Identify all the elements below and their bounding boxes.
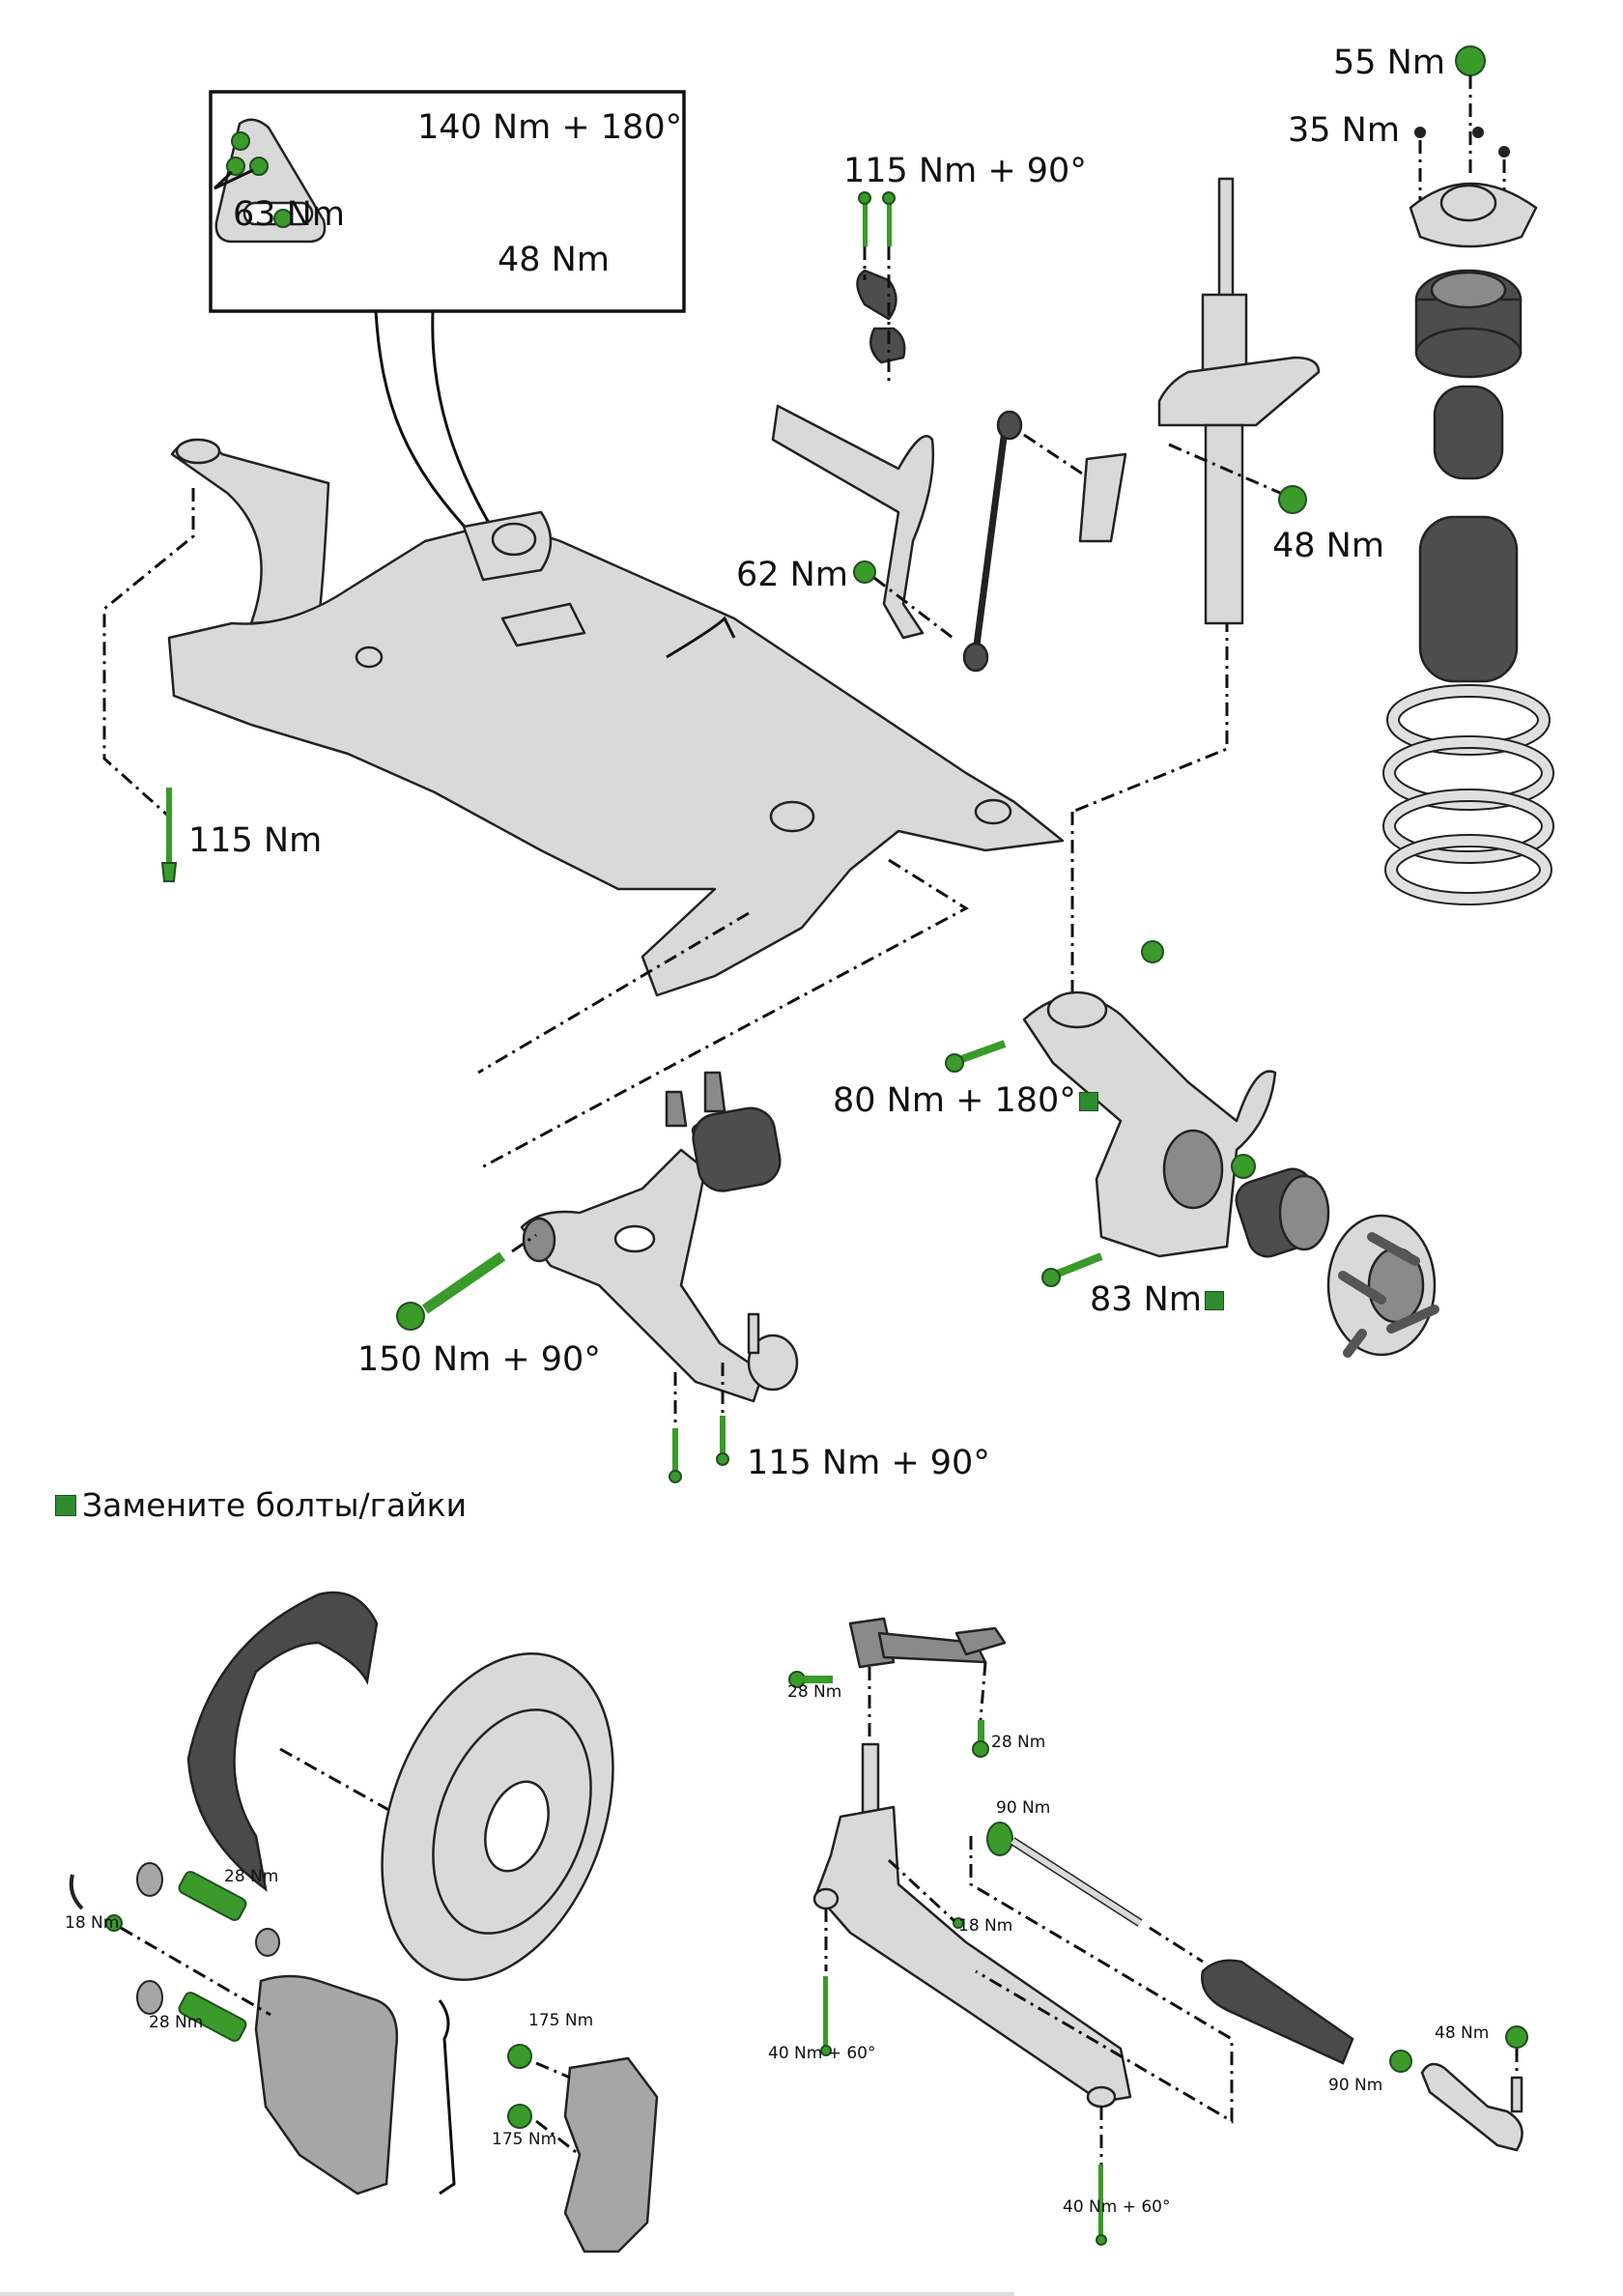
lower-control-arm [396, 1071, 799, 1483]
steering-knuckle [945, 940, 1277, 1287]
wheel-bearing [1235, 1167, 1330, 1258]
torque-label-lower-arm-front: 150 Nm + 90° [357, 1340, 601, 1379]
torque-label-rack-mount-right: 40 Nm + 60° [1063, 2197, 1171, 2217]
torque-label-line-bracket: 18 Nm [958, 1916, 1013, 1936]
front-subframe [167, 438, 1065, 1139]
nut-icon [1455, 45, 1486, 76]
torque-value: 80 Nm + 180° [833, 1081, 1076, 1120]
caliper-carrier [563, 2056, 659, 2253]
connector-line [477, 858, 969, 1171]
subframe-bolt [160, 788, 178, 882]
replace-marker-icon [1078, 1092, 1098, 1111]
torque-label-subframe-bolt: 115 Nm [188, 821, 323, 860]
bolt-icon [226, 157, 245, 176]
guide-pins [69, 1862, 581, 2157]
torque-label-knuckle-pinch-bolt: 80 Nm + 180° [833, 1084, 1098, 1118]
legend: Замените болты/гайки [55, 1486, 467, 1524]
bolt-icon [231, 131, 250, 151]
torque-label-carrier-bolt-upper: 175 Nm [528, 2011, 594, 2030]
torque-label-guide-pin-upper: 28 Nm [224, 1867, 279, 1886]
coil-spring [1382, 684, 1554, 905]
torque-label-rack-mount-left: 40 Nm + 60° [768, 2044, 876, 2063]
torque-label-shaft-clamp-left: 28 Nm [787, 1682, 842, 1702]
torque-value: 83 Nm [1090, 1280, 1202, 1319]
nut-icon [1278, 485, 1307, 514]
intermediate-steering-shaft [788, 1617, 1007, 1758]
connector-line [477, 911, 750, 1075]
torque-label-inset-top: 140 Nm + 180° [417, 108, 683, 147]
steering-rack [812, 1742, 1132, 2246]
replace-marker-icon [1204, 1291, 1224, 1310]
torque-label-carrier-bolt-lower: 175 Nm [492, 2130, 557, 2149]
wheel-hub [1326, 1214, 1439, 1358]
torque-label-brake-hose: 18 Nm [65, 1913, 120, 1933]
torque-label-lower-arm-rear: 115 Nm + 90° [747, 1444, 990, 1482]
torque-label-strut-nut: 48 Nm [1272, 527, 1384, 565]
shock-absorber-strut [1078, 177, 1321, 625]
torque-label-inset-bottom: 48 Nm [498, 241, 610, 279]
torque-label-top-mount-nut: 55 Nm [1333, 43, 1445, 82]
bolt-icon [249, 157, 269, 176]
torque-label-hub-bolt: 83 Nm [1090, 1283, 1224, 1317]
torque-label-stabilizer-link: 62 Nm [736, 556, 848, 594]
torque-label-inset-left: 63 Nm [233, 195, 345, 234]
stabilizer-link [853, 410, 1083, 673]
connector-line [1071, 618, 1229, 814]
nut-icon [853, 560, 876, 584]
nut-icon [1231, 1154, 1256, 1179]
torque-label-top-mount-studs: 35 Nm [1288, 111, 1400, 150]
nut-icon [1389, 2050, 1412, 2073]
inset-callout-box [209, 90, 686, 538]
brake-dust-shield [186, 1591, 379, 1892]
top-mount-assembly [1409, 45, 1538, 683]
bottom-divider [0, 2292, 1014, 2296]
bolt-icon [273, 209, 293, 228]
torque-label-tie-rod-end-nut: 48 Nm [1435, 2023, 1490, 2043]
torque-label-shaft-clamp-right: 28 Nm [991, 1733, 1046, 1752]
replace-marker-icon [55, 1495, 76, 1516]
torque-label-stabilizer-bracket: 115 Nm + 90° [843, 152, 1087, 190]
stabilizer-bar [771, 191, 935, 640]
legend-text: Замените болты/гайки [82, 1486, 468, 1524]
steering-boot [1149, 1926, 1354, 2065]
nut-icon [1505, 2025, 1528, 2049]
inner-tie-rod [969, 1822, 1234, 2124]
torque-label-tie-rod-locknut: 90 Nm [1328, 2076, 1383, 2095]
nut-icon [1141, 940, 1164, 963]
connector-line [102, 488, 195, 875]
connector-line [279, 1747, 402, 1819]
brake-disc [381, 1652, 614, 1981]
torque-label-guide-pin-lower: 28 Nm [149, 2013, 204, 2032]
brake-caliper [254, 1974, 456, 2196]
tie-rod-end [1389, 2025, 1528, 2152]
torque-label-inner-tie-rod: 90 Nm [996, 1798, 1051, 1818]
